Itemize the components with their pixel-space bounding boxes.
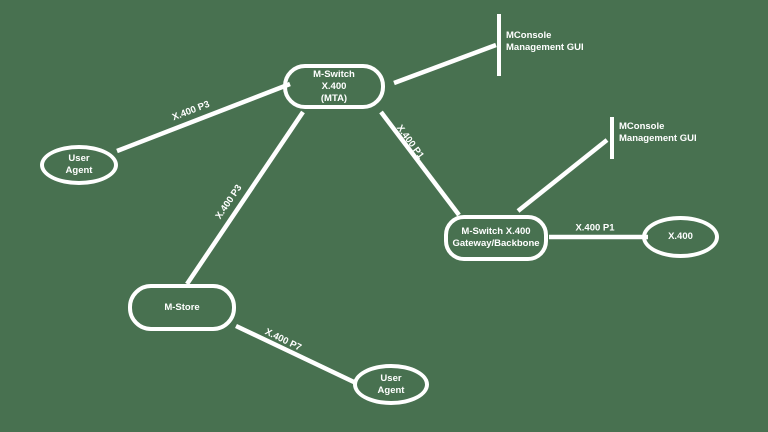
edge-mta-to-mconsole-top <box>393 42 497 86</box>
node-user-agent-left-label: User Agent <box>65 153 93 176</box>
node-x400-label: X.400 <box>668 231 693 242</box>
node-mswitch-mta-label: M-Switch X.400 (MTA) <box>313 68 355 104</box>
edge-user-agent-left-to-mta <box>116 81 291 154</box>
edge-label-gateway-to-x400: X.400 P1 <box>575 222 615 234</box>
node-user-agent-left: User Agent <box>40 145 118 185</box>
node-user-agent-bottom-label: User Agent <box>377 372 405 396</box>
node-user-agent-bottom: User Agent <box>353 364 429 405</box>
node-x400: X.400 <box>642 216 719 258</box>
edge-mstore-to-user-agent-bottom <box>235 323 357 386</box>
edge-mta-to-mstore <box>185 110 305 286</box>
edge-mta-to-gateway <box>379 110 461 217</box>
node-mstore-label: M-Store <box>164 301 200 313</box>
edge-gateway-to-mconsole-right <box>516 138 609 213</box>
mconsole-top-label: MConsole Management GUI <box>506 30 584 53</box>
node-mstore: M-Store <box>128 284 236 331</box>
node-mswitch-mta: M-Switch X.400 (MTA) <box>283 64 385 109</box>
mconsole-right-label: MConsole Management GUI <box>619 121 697 144</box>
node-mswitch-gateway-label: M-Switch X.400 Gateway/Backbone <box>452 226 540 249</box>
node-mswitch-gateway: M-Switch X.400 Gateway/Backbone <box>444 215 548 261</box>
